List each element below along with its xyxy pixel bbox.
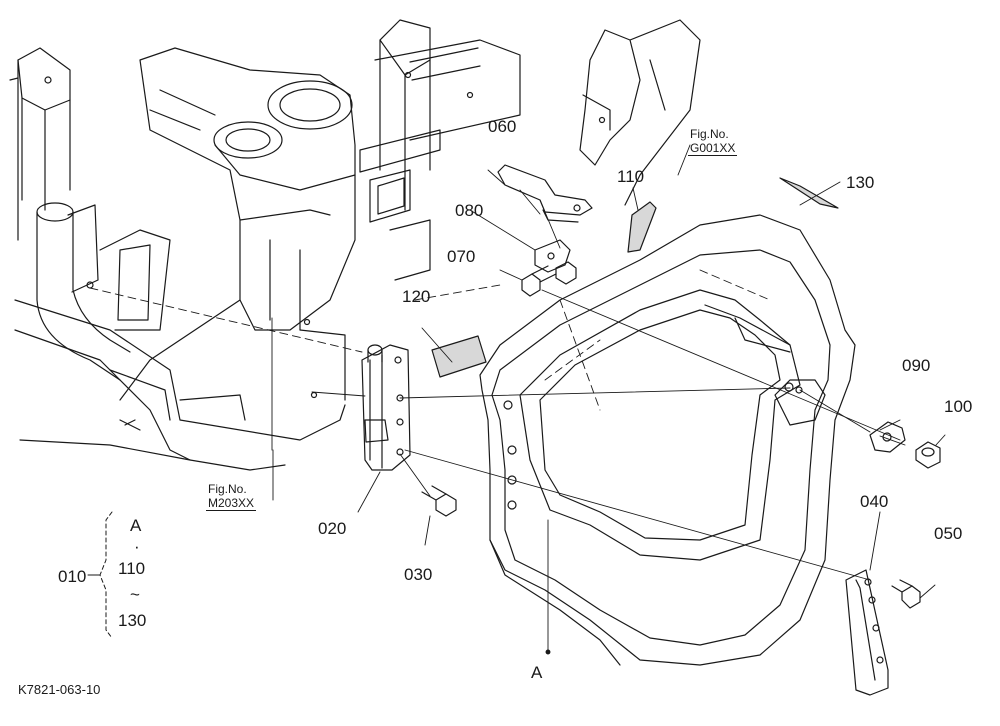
callout-060: 060 [488,117,517,136]
callout-050: 050 [934,524,963,543]
legend-tilde: ~ [130,585,140,604]
hinge-part [361,344,411,471]
callout-040: 040 [860,492,889,511]
tractor-frame [9,19,521,471]
stay-part [845,569,889,696]
fig-ref-code: M203XX [206,496,257,511]
legend-dot: · [134,537,140,556]
legend-item-110: 110 [118,559,146,578]
view-a-label: A [531,663,543,682]
callout-120: 120 [402,287,431,306]
callout-080: 080 [455,201,484,220]
upper-right-frame [579,19,701,206]
fender-panel [479,214,856,666]
drawing-code: K7821-063-10 [18,682,101,697]
fig-ref-label: Fig.No. [208,482,247,496]
fig-ref-g001xx: Fig.No. G001XX [688,127,738,156]
decals [431,177,839,378]
fig-ref-label: Fig.No. [690,127,729,141]
callout-030: 030 [404,565,433,584]
callout-010: 010 [58,567,87,586]
bracket-parts [497,164,593,273]
callout-020: 020 [318,519,347,538]
callout-110: 110 [617,167,645,186]
fig-ref-code: G001XX [688,141,738,156]
fig-ref-m203xx: Fig.No. M203XX [206,482,257,511]
legend-item-130: 130 [118,611,147,630]
callout-090: 090 [902,356,931,375]
callout-070: 070 [447,247,476,266]
rops-tube [36,202,131,381]
legend-item-a: A [130,516,142,535]
callout-130: 130 [846,173,875,192]
fasteners [421,261,941,609]
leader-lines [89,144,946,655]
callout-100: 100 [944,397,973,416]
legend-bracket [87,511,113,639]
